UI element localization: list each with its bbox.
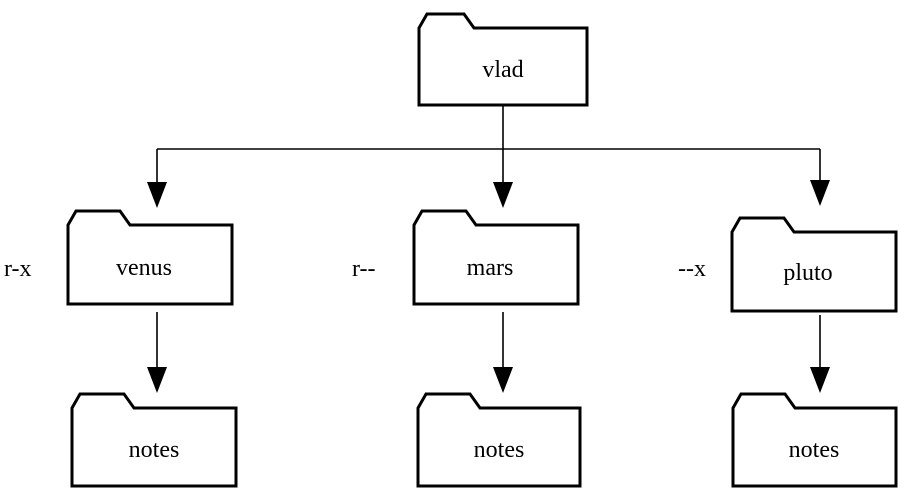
folder-mars: mars [412, 209, 580, 306]
permission-label-venus: r-x [4, 256, 32, 282]
folder-icon [417, 12, 589, 107]
folder-label-notes: notes [789, 437, 840, 463]
permission-label-pluto: --x [678, 256, 706, 282]
folder-vlad: vlad [417, 12, 589, 107]
venus-arrowhead [147, 182, 167, 208]
venus-notes-arrowhead [147, 367, 167, 393]
mars-arrowhead [493, 182, 513, 208]
mars-notes-arrowhead [493, 367, 513, 393]
folder-notes-pluto: notes [731, 392, 898, 488]
folder-pluto: pluto [730, 216, 898, 313]
pluto-notes-arrowhead [810, 367, 830, 393]
connectors [147, 105, 830, 393]
folder-venus: venus [66, 209, 234, 306]
folder-notes-mars: notes [416, 392, 582, 488]
pluto-arrowhead [810, 180, 830, 206]
folder-icon [416, 392, 582, 488]
folder-label-notes: notes [474, 437, 525, 463]
folder-label-notes: notes [129, 437, 180, 463]
folder-icon [66, 209, 234, 306]
folder-icon [70, 392, 238, 488]
folder-icon [730, 216, 898, 313]
folder-label-venus: venus [116, 255, 172, 281]
folder-label-pluto: pluto [783, 260, 832, 286]
permission-label-mars: r-- [352, 256, 376, 282]
folder-label-mars: mars [467, 255, 514, 281]
folder-label-vlad: vlad [482, 57, 523, 83]
folder-icon [412, 209, 580, 306]
folder-notes-venus: notes [70, 392, 238, 488]
folder-icon [731, 392, 898, 488]
